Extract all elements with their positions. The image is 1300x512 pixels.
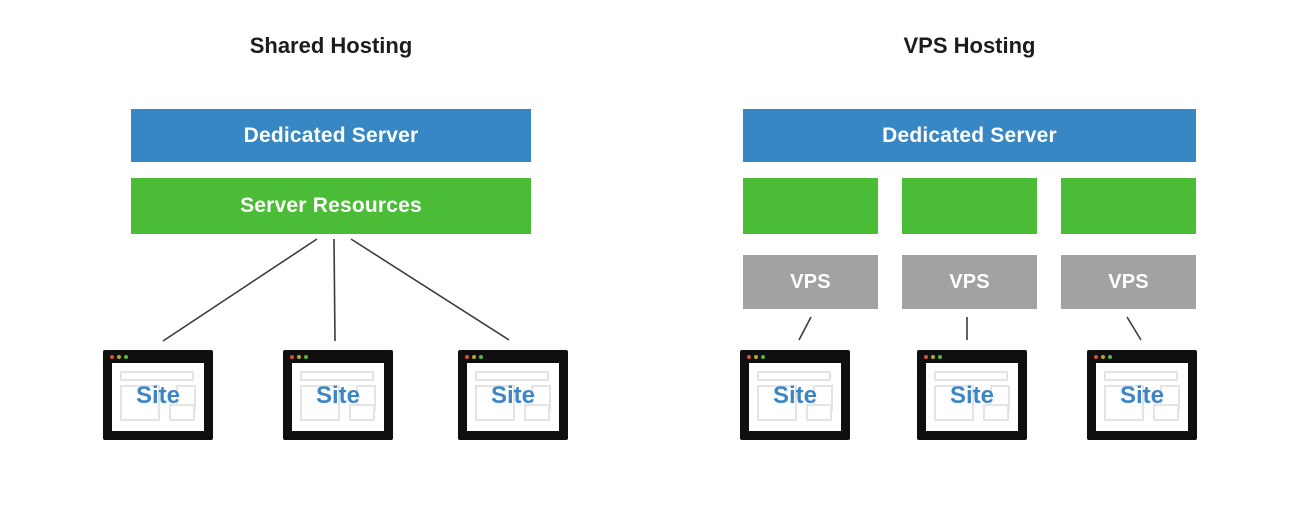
wireframe-header [1104,371,1178,381]
window-dot-green-icon [761,354,765,359]
left-connector-line-2 [333,238,336,342]
wireframe-box-bottom-right [524,404,550,421]
wireframe-header [475,371,549,381]
wireframe-box-bottom-right [806,404,832,421]
vps-hosting-title: VPS Hosting [903,33,1036,58]
browser-viewport: Site [467,363,559,431]
window-dot-yellow-icon [472,354,476,359]
window-dot-green-icon [124,354,128,359]
site-browser-window: Site [458,350,568,440]
browser-titlebar [103,350,213,363]
browser-viewport: Site [1096,363,1188,431]
site-label: Site [772,381,817,409]
site-browser-window: Site [1087,350,1197,440]
wireframe-box-left [1104,385,1144,421]
right-connector-line-3 [1126,316,1142,341]
wireframe-box-bottom-right [1153,404,1179,421]
wireframe-box-left [300,385,340,421]
window-dot-green-icon [304,354,308,359]
window-dot-red-icon [924,354,928,359]
window-dot-yellow-icon [754,354,758,359]
window-dot-yellow-icon [931,354,935,359]
wireframe-box-left [120,385,160,421]
wireframe-header [120,371,194,381]
browser-viewport: Site [749,363,841,431]
wireframe-box-left [934,385,974,421]
window-dot-green-icon [1108,354,1112,359]
browser-titlebar [458,350,568,363]
window-dot-green-icon [479,354,483,359]
window-dot-yellow-icon [297,354,301,359]
shared-hosting-title: Shared Hosting [249,33,413,58]
browser-titlebar [740,350,850,363]
window-dot-red-icon [110,354,114,359]
site-browser-window: Site [283,350,393,440]
wireframe-header [757,371,831,381]
browser-viewport: Site [926,363,1018,431]
site-browser-window: Site [917,350,1027,440]
wireframe-header [934,371,1008,381]
window-dot-red-icon [290,354,294,359]
site-label: Site [949,381,994,409]
right-resources-block-1 [743,178,878,234]
vps-box-3: VPS [1061,255,1196,309]
window-dot-red-icon [747,354,751,359]
site-browser-window: Site [103,350,213,440]
right-resources-block-2 [902,178,1037,234]
browser-viewport: Site [112,363,204,431]
site-label: Site [490,381,535,409]
right-connector-line-1 [798,316,812,341]
wireframe-box-left [757,385,797,421]
site-label: Site [135,381,180,409]
site-label: Site [1119,381,1164,409]
window-dot-yellow-icon [1101,354,1105,359]
browser-viewport: Site [292,363,384,431]
browser-titlebar [283,350,393,363]
wireframe-box-left [475,385,515,421]
right-resources-block-3 [1061,178,1196,234]
wireframe-box-bottom-right [349,404,375,421]
window-dot-red-icon [1094,354,1098,359]
wireframe-box-bottom-right [983,404,1009,421]
vps-box-1: VPS [743,255,878,309]
vps-box-2: VPS [902,255,1037,309]
site-browser-window: Site [740,350,850,440]
right-dedicated-server-bar: Dedicated Server [743,109,1196,162]
left-server-resources-bar: Server Resources [131,178,531,234]
left-connector-line-1 [162,238,318,342]
left-dedicated-server-bar: Dedicated Server [131,109,531,162]
window-dot-green-icon [938,354,942,359]
browser-titlebar [917,350,1027,363]
window-dot-yellow-icon [117,354,121,359]
browser-titlebar [1087,350,1197,363]
window-dot-red-icon [465,354,469,359]
wireframe-box-bottom-right [169,404,195,421]
left-connector-line-3 [350,238,510,341]
wireframe-header [300,371,374,381]
site-label: Site [315,381,360,409]
